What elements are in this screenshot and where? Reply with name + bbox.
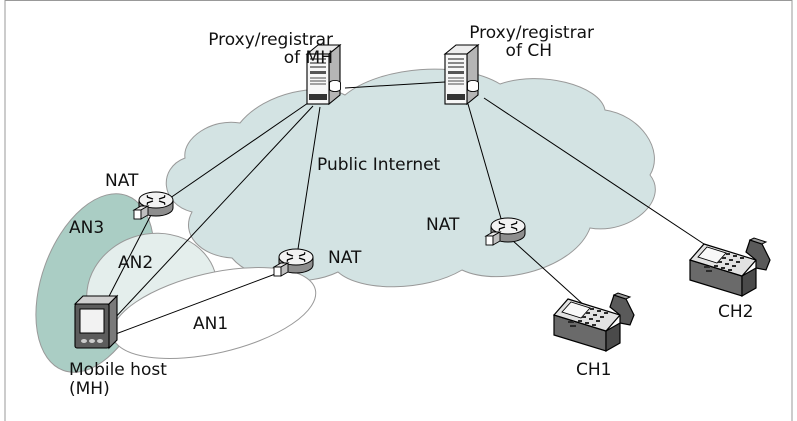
mobile-host-label-line2: (MH) (69, 379, 110, 399)
link-mh-proxy-ch (344, 81, 446, 89)
ch2-label: CH2 (718, 302, 754, 322)
link-proxy-mh-to-nat-an3 (159, 102, 309, 206)
link-proxy-mh-to-nat-an1 (295, 106, 321, 263)
an1-label: AN1 (193, 314, 229, 334)
link-proxy-ch-to-ch2 (483, 97, 711, 249)
proxy-mh-label-line2: of MH (283, 48, 333, 68)
link-nat-an3-to-mh (103, 212, 153, 307)
proxy-mh-label-line1: Proxy/registrar (208, 30, 333, 50)
mobile-host-label-line1: Mobile host (69, 360, 167, 380)
an3-label: AN3 (69, 218, 105, 238)
ch1-label: CH1 (576, 360, 612, 380)
nat-an3-label: NAT (105, 171, 139, 191)
proxy-ch-label-line1: Proxy/registrar (469, 23, 594, 43)
mobile-host-handheld-device-icon (74, 295, 118, 349)
link-proxy-ch-to-nat-ch (467, 103, 503, 223)
an2-label: AN2 (118, 253, 154, 273)
link-nat-an1-to-mh (112, 269, 287, 336)
nat-an1-label: NAT (328, 248, 362, 268)
public-internet-label: Public Internet (317, 155, 441, 175)
link-nat-ch-to-ch1 (511, 239, 586, 307)
link-proxy-mh-to-mh-a (112, 105, 314, 321)
nat-ch-label: NAT (426, 215, 460, 235)
proxy-ch-label-line2: of CH (505, 41, 552, 61)
connection-lines (103, 81, 711, 336)
